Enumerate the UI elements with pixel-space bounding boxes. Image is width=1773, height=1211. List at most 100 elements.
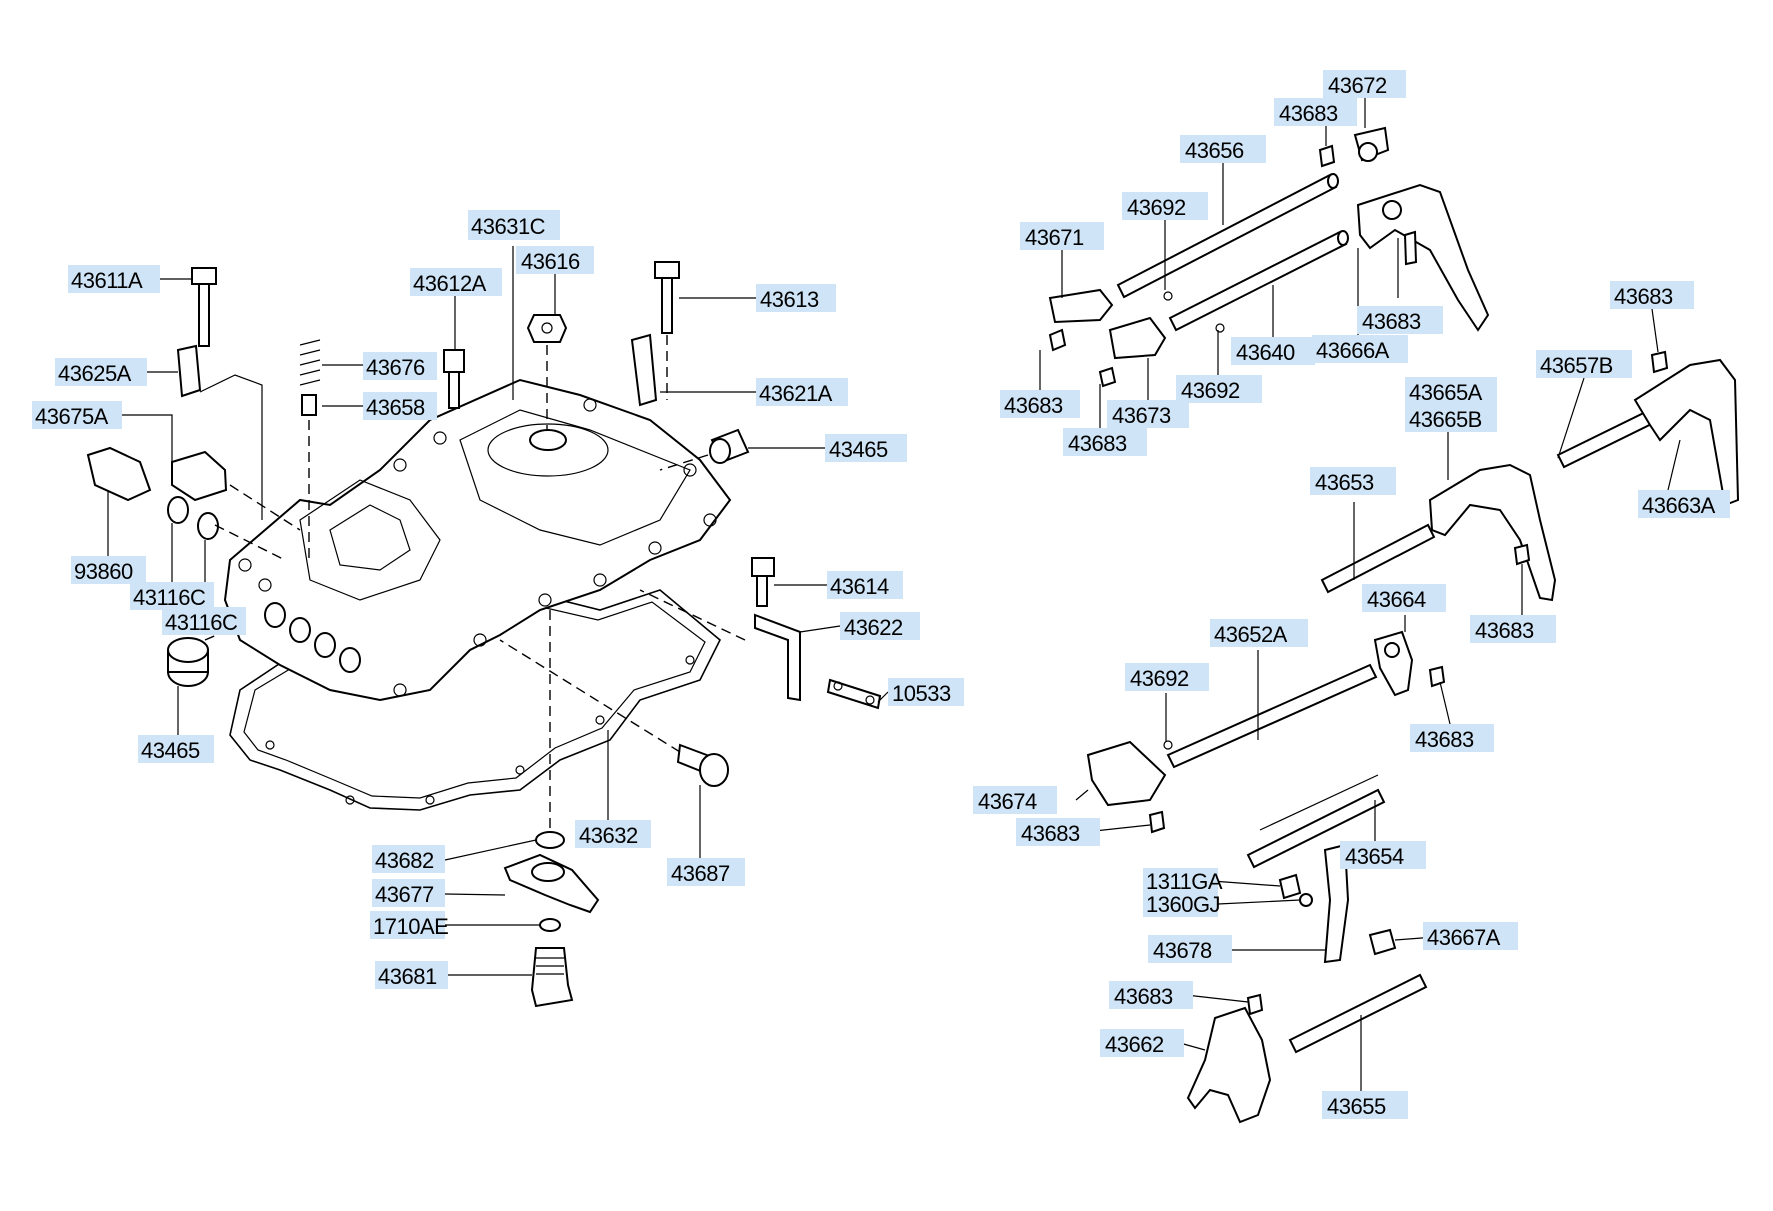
part-label-43465-left[interactable]: 43465	[138, 735, 214, 763]
part-label-43683-b[interactable]: 43683	[1000, 390, 1080, 418]
svg-text:43666A: 43666A	[1316, 338, 1390, 363]
part-label-43614[interactable]: 43614	[827, 571, 903, 599]
svg-text:43683: 43683	[1021, 821, 1080, 846]
svg-text:43611A: 43611A	[71, 268, 143, 293]
part-label-43672[interactable]: 43672	[1323, 70, 1406, 98]
svg-text:43683: 43683	[1614, 284, 1673, 309]
part-label-43682[interactable]: 43682	[372, 845, 445, 873]
shift-fork-assembly-drawing	[1048, 126, 1740, 1124]
part-label-43683-g[interactable]: 43683	[1410, 724, 1494, 752]
svg-text:43682: 43682	[375, 848, 434, 873]
part-label-43677[interactable]: 43677	[372, 879, 445, 907]
part-label-43616[interactable]: 43616	[516, 246, 594, 274]
part-label-43671[interactable]: 43671	[1020, 222, 1104, 250]
part-label-43687[interactable]: 43687	[667, 858, 745, 886]
part-label-43662[interactable]: 43662	[1100, 1029, 1184, 1057]
svg-text:43625A: 43625A	[58, 361, 132, 386]
part-label-43654[interactable]: 43654	[1340, 841, 1426, 869]
part-label-43663A[interactable]: 43663A	[1638, 490, 1730, 518]
svg-text:43612A: 43612A	[413, 271, 487, 296]
svg-text:43622: 43622	[844, 615, 903, 640]
part-label-1311GA[interactable]: 1311GA	[1143, 868, 1223, 894]
part-label-43625A[interactable]: 43625A	[55, 358, 147, 386]
svg-text:10533: 10533	[892, 681, 951, 706]
svg-text:43681: 43681	[378, 964, 437, 989]
svg-text:43640: 43640	[1236, 340, 1295, 365]
part-label-43683-f[interactable]: 43683	[1470, 615, 1556, 643]
part-label-43683-d[interactable]: 43683	[1063, 428, 1147, 456]
part-label-43652A[interactable]: 43652A	[1210, 619, 1308, 647]
part-label-1710AE[interactable]: 1710AE	[370, 911, 449, 939]
leader-lines	[107, 98, 1681, 1091]
svg-text:43683: 43683	[1279, 101, 1338, 126]
part-label-43116C-2[interactable]: 43116C	[162, 607, 246, 635]
svg-text:43683: 43683	[1362, 309, 1421, 334]
part-label-43683-c[interactable]: 43683	[1357, 306, 1443, 334]
part-label-43622[interactable]: 43622	[840, 612, 920, 640]
svg-text:43658: 43658	[366, 395, 425, 420]
svg-text:43662: 43662	[1105, 1032, 1164, 1057]
part-label-43665A[interactable]: 43665A	[1405, 377, 1497, 405]
svg-text:43673: 43673	[1112, 403, 1171, 428]
part-label-43681[interactable]: 43681	[375, 961, 448, 989]
svg-text:43677: 43677	[375, 882, 434, 907]
part-label-43683-i[interactable]: 43683	[1109, 981, 1193, 1009]
part-label-1360GJ[interactable]: 1360GJ	[1143, 891, 1221, 917]
part-label-43692-b[interactable]: 43692	[1176, 375, 1262, 403]
svg-text:43664: 43664	[1367, 587, 1426, 612]
svg-text:43674: 43674	[978, 789, 1037, 814]
part-label-43653[interactable]: 43653	[1310, 467, 1396, 495]
svg-text:43656: 43656	[1185, 138, 1244, 163]
svg-text:43116C: 43116C	[165, 610, 238, 635]
part-label-10533[interactable]: 10533	[888, 678, 964, 706]
part-label-43667A[interactable]: 43667A	[1423, 922, 1518, 950]
svg-text:43654: 43654	[1345, 844, 1404, 869]
svg-text:43676: 43676	[366, 355, 425, 380]
part-label-43621A[interactable]: 43621A	[756, 378, 848, 406]
part-label-43657B[interactable]: 43657B	[1536, 350, 1632, 378]
svg-text:43672: 43672	[1328, 73, 1387, 98]
part-label-43692-a[interactable]: 43692	[1122, 192, 1208, 220]
svg-text:43663A: 43663A	[1642, 493, 1716, 518]
svg-text:43465: 43465	[141, 738, 200, 763]
part-label-43664[interactable]: 43664	[1362, 584, 1446, 612]
part-label-43656[interactable]: 43656	[1180, 135, 1266, 163]
part-label-43655[interactable]: 43655	[1322, 1091, 1408, 1119]
svg-text:43678: 43678	[1153, 938, 1212, 963]
svg-text:43465: 43465	[829, 437, 888, 462]
part-label-43658[interactable]: 43658	[363, 392, 437, 420]
svg-text:43683: 43683	[1415, 727, 1474, 752]
svg-text:1360GJ: 1360GJ	[1146, 892, 1220, 917]
svg-text:43613: 43613	[760, 287, 819, 312]
part-label-43676[interactable]: 43676	[363, 352, 437, 380]
svg-text:43665A: 43665A	[1409, 380, 1483, 405]
part-label-43613[interactable]: 43613	[756, 284, 836, 312]
svg-text:1311GA: 1311GA	[1146, 869, 1223, 894]
svg-text:43671: 43671	[1025, 225, 1084, 250]
part-label-43683-a[interactable]: 43683	[1274, 98, 1357, 126]
part-label-43678[interactable]: 43678	[1148, 935, 1232, 963]
part-label-43631C[interactable]: 43631C	[468, 210, 560, 240]
svg-text:43687: 43687	[671, 861, 730, 886]
part-label-43674[interactable]: 43674	[973, 786, 1057, 814]
part-label-43666A[interactable]: 43666A	[1312, 335, 1408, 363]
part-label-43665B[interactable]: 43665B	[1405, 404, 1497, 432]
part-label-43612A[interactable]: 43612A	[410, 268, 502, 296]
part-label-43683-h[interactable]: 43683	[1016, 818, 1100, 846]
part-label-43692-c[interactable]: 43692	[1125, 663, 1209, 691]
svg-text:43683: 43683	[1475, 618, 1534, 643]
part-number-labels: 43611A 43625A 43675A 93860 43116C 43116C…	[32, 70, 1730, 1119]
part-label-43683-e[interactable]: 43683	[1610, 281, 1694, 309]
part-label-93860[interactable]: 93860	[71, 556, 146, 584]
svg-text:43652A: 43652A	[1214, 622, 1288, 647]
svg-text:43631C: 43631C	[471, 214, 546, 239]
part-label-43675A[interactable]: 43675A	[32, 401, 122, 429]
part-label-43116C-1[interactable]: 43116C	[130, 582, 214, 610]
part-label-43632[interactable]: 43632	[575, 820, 651, 848]
part-label-43640[interactable]: 43640	[1231, 337, 1315, 365]
part-label-43611A[interactable]: 43611A	[68, 265, 160, 293]
part-label-43465-right[interactable]: 43465	[825, 434, 907, 462]
part-label-43673[interactable]: 43673	[1107, 400, 1189, 428]
svg-text:43692: 43692	[1130, 666, 1189, 691]
